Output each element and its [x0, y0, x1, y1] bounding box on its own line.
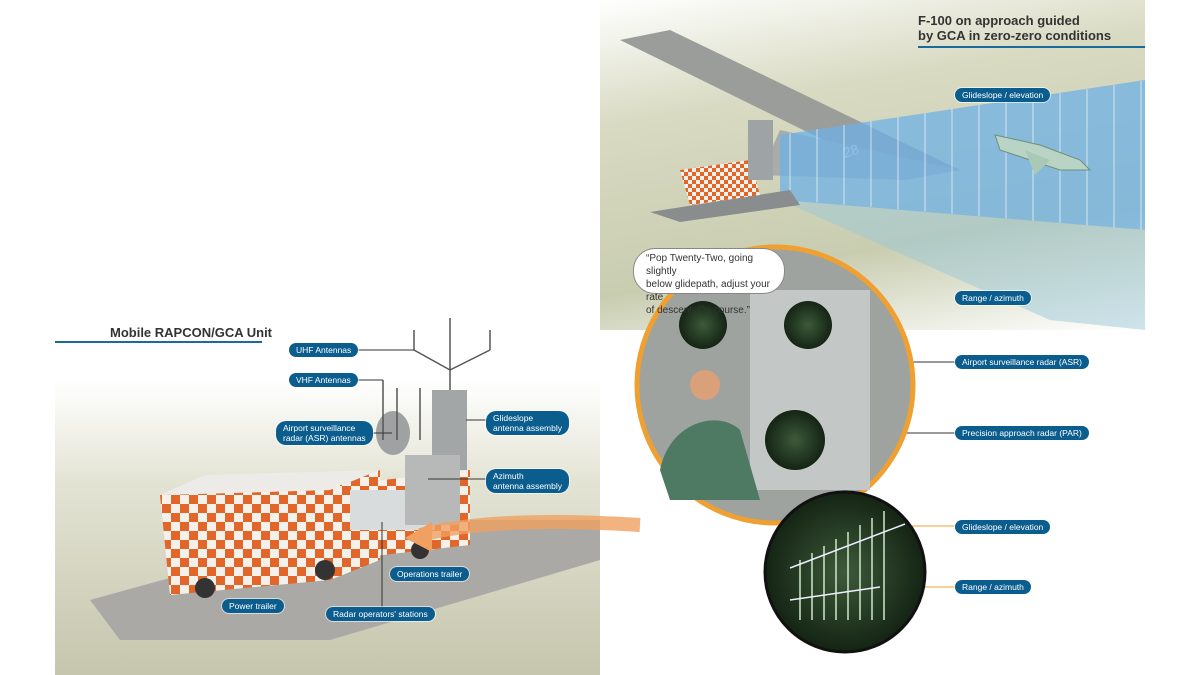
- callout-arrow: [418, 515, 641, 542]
- quote-line: below glidepath, adjust your rate: [646, 279, 770, 303]
- azimuth-beam: [780, 200, 1145, 330]
- label-text: Glideslope: [493, 413, 534, 423]
- right-title-line1: F-100 on approach guided: [918, 13, 1080, 28]
- right-section-title: F-100 on approach guided by GCA in zero-…: [918, 13, 1111, 43]
- label-azimuth-antenna: Azimuth antenna assembly: [486, 469, 569, 493]
- label-range-azimuth-top: Range / azimuth: [955, 291, 1031, 305]
- label-vhf-antennas: VHF Antennas: [289, 373, 358, 387]
- par-scope: [765, 410, 825, 470]
- label-radar-operators-stations: Radar operators' stations: [326, 607, 435, 621]
- trailer-scene: [90, 318, 641, 640]
- speech-bubble: “Pop Twenty-Two, going slightly below gl…: [633, 248, 785, 316]
- aircraft-f100: [994, 134, 1092, 175]
- left-section-title: Mobile RAPCON/GCA Unit: [110, 325, 273, 340]
- quote-line: “Pop Twenty-Two, going slightly: [646, 253, 754, 277]
- right-title-underline: [918, 46, 1145, 48]
- power-trailer-body: [160, 490, 330, 595]
- label-uhf-antennas: UHF Antennas: [289, 343, 359, 357]
- console-vignette: [634, 244, 916, 526]
- label-text: Airport surveillance: [283, 423, 356, 433]
- label-text: Azimuth: [493, 471, 524, 481]
- label-range-azimuth-scope: Range / azimuth: [955, 580, 1031, 594]
- label-glideslope-elevation-top: Glideslope / elevation: [955, 88, 1051, 102]
- azimuth-antenna: [405, 455, 460, 525]
- label-glideslope-elevation-scope: Glideslope / elevation: [955, 520, 1051, 534]
- label-asr: Airport surveillance radar (ASR): [955, 355, 1089, 369]
- left-title-underline: [55, 341, 262, 343]
- label-operations-trailer: Operations trailer: [390, 567, 470, 581]
- antenna-masts: [382, 318, 491, 440]
- mini-trailer: [680, 160, 760, 205]
- scope-closeup: [763, 490, 927, 654]
- runway-scene: 28: [620, 30, 1145, 330]
- label-asr-antennas: Airport surveillance radar (ASR) antenna…: [276, 421, 373, 445]
- label-text: antenna assembly: [493, 481, 562, 491]
- asr-scope: [784, 301, 832, 349]
- controller-figure: [660, 420, 760, 500]
- label-par: Precision approach radar (PAR): [955, 426, 1089, 440]
- quote-line: of descent. On course.”: [646, 305, 750, 316]
- callout-arrow-head: [405, 522, 432, 552]
- label-text: radar (ASR) antennas: [283, 433, 366, 443]
- label-glideslope-antenna: Glideslope antenna assembly: [486, 411, 569, 435]
- label-power-trailer: Power trailer: [222, 599, 284, 613]
- asr-antenna-dish: [376, 411, 410, 455]
- right-title-line2: by GCA in zero-zero conditions: [918, 28, 1112, 43]
- label-text: antenna assembly: [493, 423, 562, 433]
